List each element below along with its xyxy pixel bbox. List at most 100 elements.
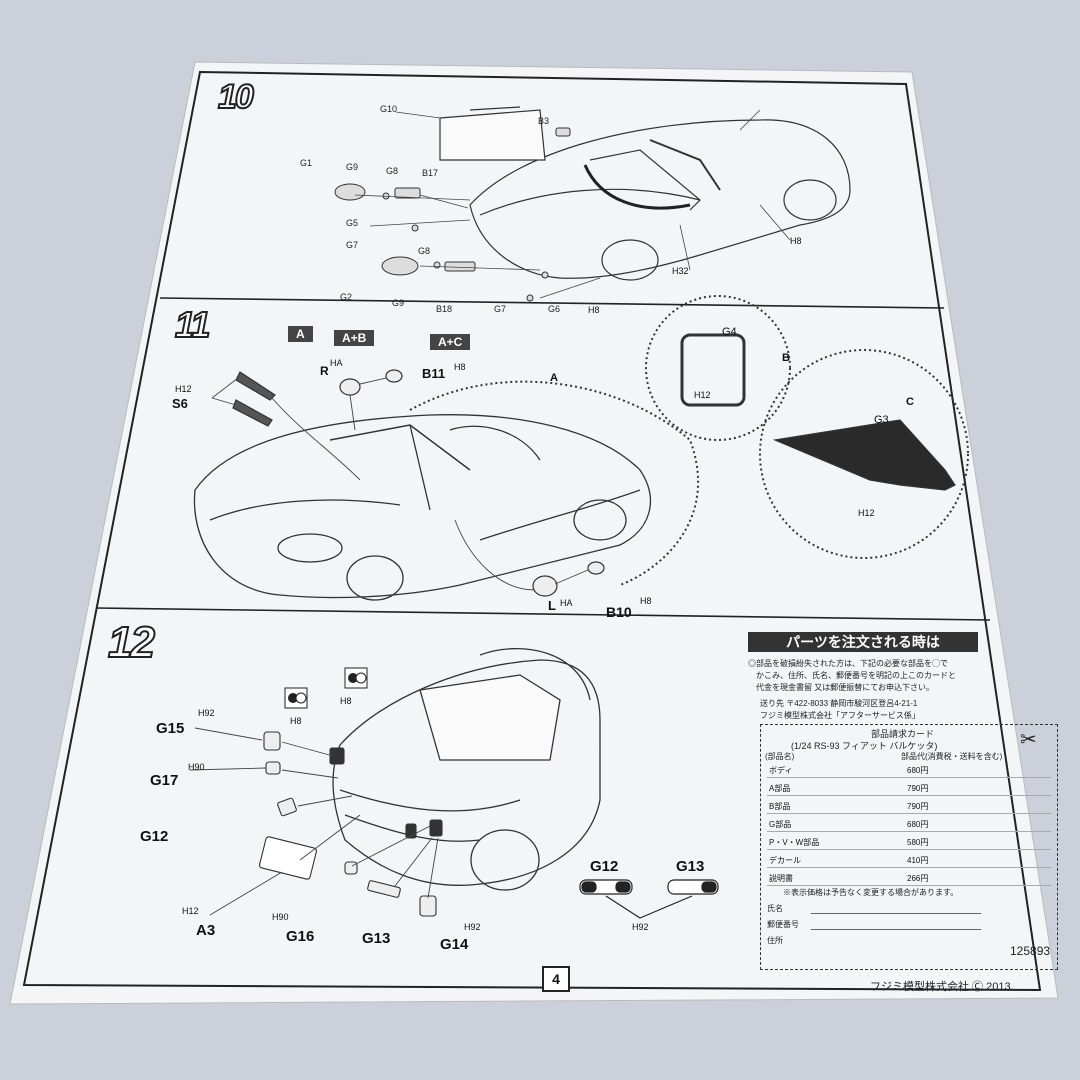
product-code: 125893 [1010,944,1051,958]
divider-10-11 [159,297,945,309]
h-mark-11g: H8 [640,596,652,606]
label-B11: B11 [422,366,446,381]
table-row: P・V・W部品 580円 [767,835,1051,850]
table-row: B部品 790円 [767,799,1051,814]
scissors-icon: ✂ [1020,727,1037,751]
order-note-2: かこみ、住所、氏名、郵便番号を明記の上このカードと [756,671,956,680]
step11-car-drawing [193,414,652,601]
card-title: 部品請求カード [871,729,935,739]
label-G8-bottom: G8 [418,246,431,256]
row-price: 680円 [907,820,929,829]
tag-A: A [288,326,313,342]
step10-car-drawing [439,106,851,281]
row-price: 580円 [907,838,929,847]
order-header: パーツを注文される時は [748,632,978,652]
h-mark-12g: H92 [464,922,481,932]
step12-parts [258,731,443,917]
h-mark-11b: H8 [454,362,466,372]
field-zip: 郵便番号 [767,920,799,929]
label-G16: G16 [286,928,315,945]
page-number: 4 [542,966,570,992]
card-col-price: 部品代(消費税・送料を含む) [901,752,1003,761]
circle-label-A: A [550,372,558,384]
row-name: デカール [769,856,801,865]
h-mark-11e: H12 [858,508,875,518]
step11-parts [232,333,956,597]
copyright: フジミ模型株式会社 Ⓒ 2013. [870,981,1014,993]
tag-A-plus-C: A+C [430,334,471,350]
step11-leader-lines [211,377,589,591]
label-B17: B17 [422,168,439,178]
parts-order-section: パーツを注文される時は ◎部品を破損紛失された方は、下記の必要な部品を◯で かこ… [748,632,1060,972]
order-note-1: ◎部品を破損紛失された方は、下記の必要な部品を◯で [748,659,948,668]
label-B18: B18 [436,304,453,314]
paint-markers [284,667,368,709]
row-price: 266円 [907,874,929,883]
label-G12: G12 [140,828,169,845]
lens-swatches [579,879,719,919]
label-G3: G3 [874,414,889,426]
label-G2: G2 [340,292,353,302]
label-G5: G5 [346,218,359,228]
label-G6: G6 [548,304,561,314]
label-S6: S6 [172,396,188,411]
table-row: G部品 680円 [767,817,1051,832]
field-address: 住所 [767,936,783,945]
label-G13: G13 [362,930,391,947]
circle-label-C: C [906,396,914,408]
label-G14: G14 [440,936,469,953]
h-mark-11d: H12 [694,390,711,400]
h-mark-12d: H90 [188,762,205,772]
row-price: 680円 [907,766,929,775]
card-col-name: (部品名) [765,752,795,761]
label-G7-left: G7 [346,240,359,250]
row-name: A部品 [769,784,791,793]
step11-detail-circles [409,295,969,586]
card-subtitle: (1/24 RS-93 フィアット バルケッタ) [791,741,938,751]
order-note-3: 代金を現金書留 又は郵便振替にてお申込下さい。 [756,683,934,692]
order-company: フジミ模型株式会社「アフターサービス係」 [760,711,920,720]
label-G12-swatch: G12 [590,858,619,875]
step-11-number: 11 [174,303,211,346]
order-address: 送り先 〒422-8033 静岡市駿河区登呂4-21-1 [760,699,918,708]
table-row: 説明書 266円 [767,871,1051,886]
label-L: L [548,598,556,613]
label-G10: G10 [380,104,398,114]
step-12-number: 12 [107,617,156,668]
field-name: 氏名 [767,904,783,913]
row-name: P・V・W部品 [769,838,820,847]
step10-leader-lines [354,109,791,299]
h-mark-12c: H8 [340,696,352,706]
h-mark-11a: HA [330,358,343,368]
label-G9-top: G9 [346,162,359,172]
label-B3: B3 [538,116,550,126]
label-G8-top: G8 [386,166,399,176]
h-mark-12h: H92 [632,922,649,932]
step12-car-drawing [332,648,601,891]
label-G13-swatch: G13 [676,858,705,875]
h-mark-11c: H12 [175,384,192,394]
label-G1: G1 [300,158,313,168]
step12-leader-lines [189,727,439,916]
row-name: 説明書 [769,874,793,883]
label-A3: A3 [196,922,216,939]
step10-small-parts [334,127,571,302]
divider-11-12 [95,607,991,621]
label-G15: G15 [156,720,185,737]
step-10-number: 10 [217,77,255,117]
h-mark-12b: H8 [290,716,302,726]
circle-label-B: B [782,352,790,364]
row-name: B部品 [769,802,791,811]
row-price: 790円 [907,802,929,811]
price-note: ※表示価格は予告なく変更する場合があります。 [783,888,959,897]
label-G4: G4 [722,326,737,338]
h-mark-12e: H12 [182,906,199,916]
label-R: R [320,364,329,378]
label-G7-bottom: G7 [494,304,507,314]
row-name: G部品 [769,820,792,829]
h-mark-12f: H90 [272,912,289,922]
